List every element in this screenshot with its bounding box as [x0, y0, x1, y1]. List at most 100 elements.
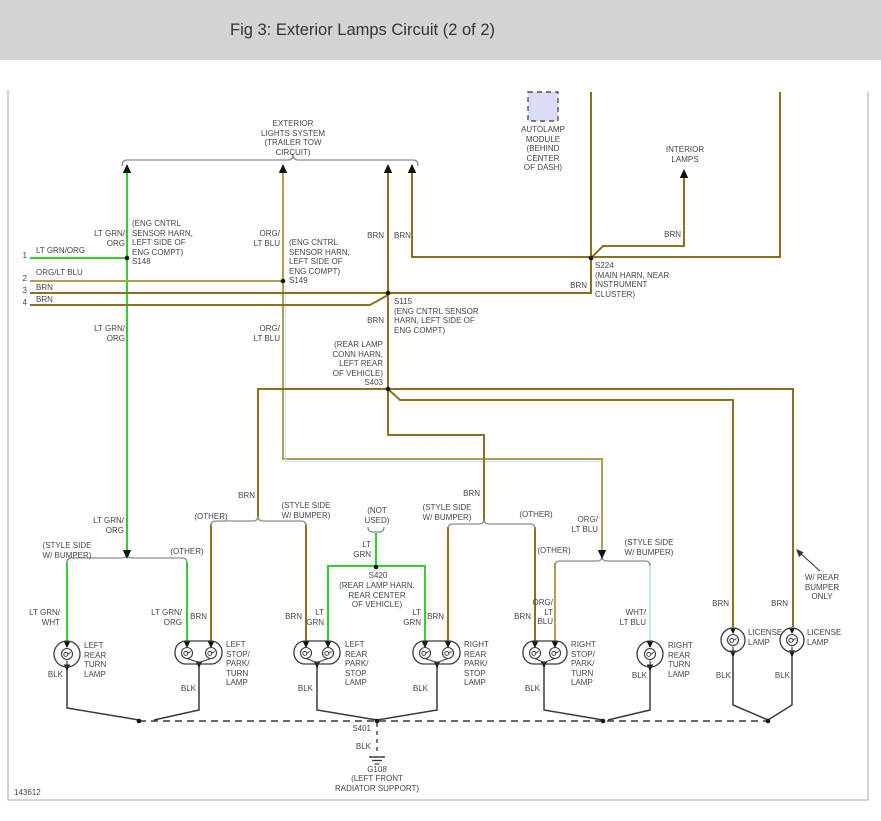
bulb-filament-icon	[421, 650, 427, 656]
bulb-filament-icon	[207, 650, 213, 656]
wire-blk-lamp5	[543, 666, 604, 721]
bulb-filament-icon	[555, 651, 559, 654]
frame-border	[7, 90, 869, 801]
split-brace	[210, 515, 307, 527]
wire-brn-s403-left	[257, 388, 388, 519]
bulb-icon	[204, 646, 218, 660]
lamp-lead	[316, 658, 329, 663]
splice-dot	[136, 718, 142, 724]
wire-brn-s403-right	[387, 389, 485, 521]
arrow-down	[63, 641, 71, 648]
wire-blk-license1	[732, 652, 769, 721]
arrow-down	[207, 641, 215, 648]
splice-dot	[385, 290, 391, 296]
bulb-icon	[321, 646, 335, 660]
lamp-lead	[543, 658, 556, 663]
bulb-filament-icon	[788, 637, 794, 643]
bulb-filament-icon	[531, 650, 537, 656]
bulb-icon	[299, 646, 313, 660]
bulb-filament-icon	[444, 650, 450, 656]
figure-title: Fig 3: Exterior Lamps Circuit (2 of 2)	[230, 21, 495, 39]
bulb-icon	[643, 647, 657, 661]
not-used-brace	[367, 526, 385, 533]
bulb-filament-icon	[425, 651, 429, 654]
arrow-down	[63, 664, 71, 671]
splice-dot	[385, 386, 391, 392]
arrow-down	[183, 641, 191, 648]
arrow-up	[407, 164, 417, 173]
bulb-filament-icon	[733, 638, 737, 641]
bulb-filament-icon	[650, 652, 654, 655]
lamp-lead	[198, 658, 212, 663]
lamp-lead	[186, 658, 200, 663]
arrow-down	[195, 661, 203, 668]
bulb-icon	[60, 647, 74, 661]
arrow-down	[597, 550, 607, 559]
wire-blk-lamp4	[376, 666, 438, 721]
bulb-filament-icon	[328, 651, 332, 654]
autolamp-module-box	[527, 91, 559, 122]
arrow-down	[313, 661, 321, 668]
wire-blk-lamp3	[316, 666, 378, 721]
wire-lt-grn-s420	[327, 565, 426, 641]
wire-blk-lamp2	[153, 666, 200, 721]
arrow-down	[444, 641, 452, 648]
splice-dot	[765, 718, 771, 724]
bulb-icon	[180, 646, 194, 660]
arrow-up	[679, 169, 689, 178]
wire-brn-interior-lamps	[590, 176, 685, 259]
splice-dot	[588, 255, 594, 261]
splice-dot	[374, 718, 380, 724]
bulb-filament-icon	[551, 650, 557, 656]
split-brace	[447, 518, 536, 530]
bulb-filament-icon	[67, 652, 71, 655]
splice-dot	[124, 255, 130, 261]
bulb-filament-icon	[183, 650, 189, 656]
lamp-lead	[436, 658, 449, 663]
lamp-lead	[424, 658, 438, 663]
arrow-down	[788, 627, 796, 634]
arrow-down	[646, 641, 654, 648]
bulb-icon	[441, 646, 455, 660]
wire-blk-lamp1	[66, 667, 140, 721]
bulb-filament-icon	[646, 651, 652, 657]
splice-dot	[600, 718, 606, 724]
arrow-down	[421, 641, 429, 648]
splice-dot	[373, 564, 379, 570]
bulb-filament-icon	[535, 651, 539, 654]
arrow-down	[540, 661, 548, 668]
bulb-icon	[785, 633, 799, 647]
bulb-filament-icon	[729, 637, 735, 643]
wire-brn-top-right	[411, 92, 781, 258]
wire-brn-pin3-s224	[30, 92, 592, 294]
splice-dot	[280, 278, 286, 284]
split-brace	[121, 153, 419, 167]
arrow-down	[433, 661, 441, 668]
figure-header: Fig 3: Exterior Lamps Circuit (2 of 2)	[0, 0, 881, 60]
arrow-down	[122, 550, 132, 559]
arrow-down	[302, 641, 310, 648]
bulb-icon	[726, 633, 740, 647]
bulb-filament-icon	[306, 651, 310, 654]
arrow-up	[122, 164, 132, 173]
wire-brn-pin4	[30, 294, 389, 306]
annotation-arrow	[799, 552, 821, 572]
bulb-filament-icon	[324, 650, 330, 656]
bulb-filament-icon	[187, 651, 191, 654]
arrow-down	[646, 664, 654, 671]
bulb-icon	[528, 646, 542, 660]
bulb-icon	[418, 646, 432, 660]
arrow-down	[729, 627, 737, 634]
bulb-filament-icon	[448, 651, 452, 654]
bulb-filament-icon	[792, 638, 796, 641]
wire-blk-license2	[767, 652, 793, 721]
arrow-down	[531, 641, 539, 648]
wire-brn-s403-license1	[387, 388, 734, 627]
wire-lt-blu-stripe	[284, 285, 600, 463]
lamp-lead	[305, 658, 318, 663]
wire-brn-s403-license2	[388, 388, 794, 627]
arrow-down	[324, 641, 332, 648]
